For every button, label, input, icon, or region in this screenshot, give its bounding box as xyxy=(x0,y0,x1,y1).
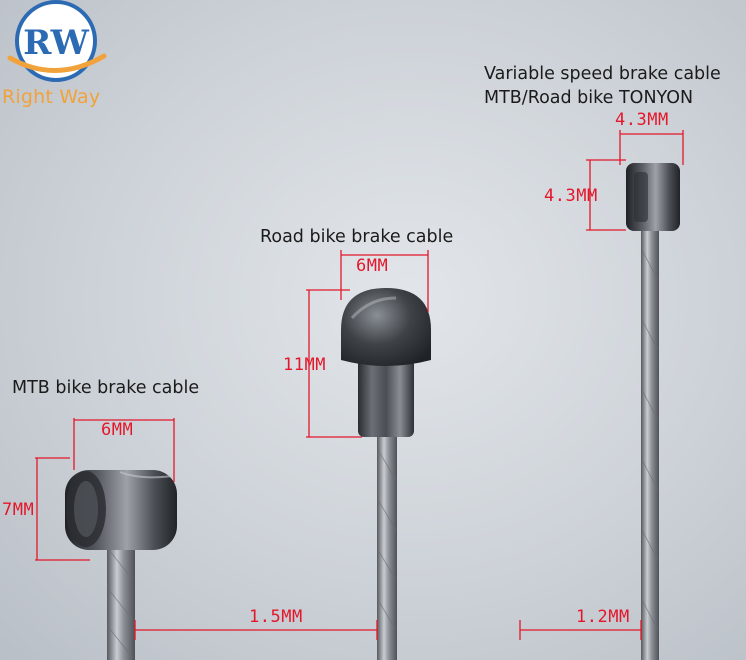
road-width-label: 6MM xyxy=(356,256,389,276)
variable-cable xyxy=(626,163,680,660)
mtb-cable xyxy=(65,470,177,660)
variable-height-label: 4.3MM xyxy=(544,186,598,206)
road-dome-head xyxy=(341,288,431,437)
rw-logo-icon: RW xyxy=(7,0,107,82)
dimension-lines xyxy=(35,130,684,640)
mtb-height-label: 7MM xyxy=(2,500,35,520)
variable-width-label: 4.3MM xyxy=(615,110,669,130)
mtb-title: MTB bike brake cable xyxy=(12,378,200,398)
logo-monogram: RW xyxy=(23,23,90,63)
logo-wordmark: Right Way xyxy=(2,86,101,108)
road-height-label: 11MM xyxy=(283,355,326,375)
variable-cable-label: 1.2MM xyxy=(576,607,630,627)
variable-barrel-head xyxy=(626,163,680,231)
mtb-cylinder-head xyxy=(65,470,177,550)
road-title: Road bike brake cable xyxy=(260,227,454,247)
mtb-width-label: 6MM xyxy=(101,420,134,440)
road-cable xyxy=(341,288,431,660)
variable-title-line1: Variable speed brake cable xyxy=(484,64,721,84)
brand-logo: RW Right Way xyxy=(0,0,130,120)
variable-title-line2: MTB/Road bike TONYON xyxy=(484,88,694,108)
mtb-cable-label: 1.5MM xyxy=(249,607,303,627)
